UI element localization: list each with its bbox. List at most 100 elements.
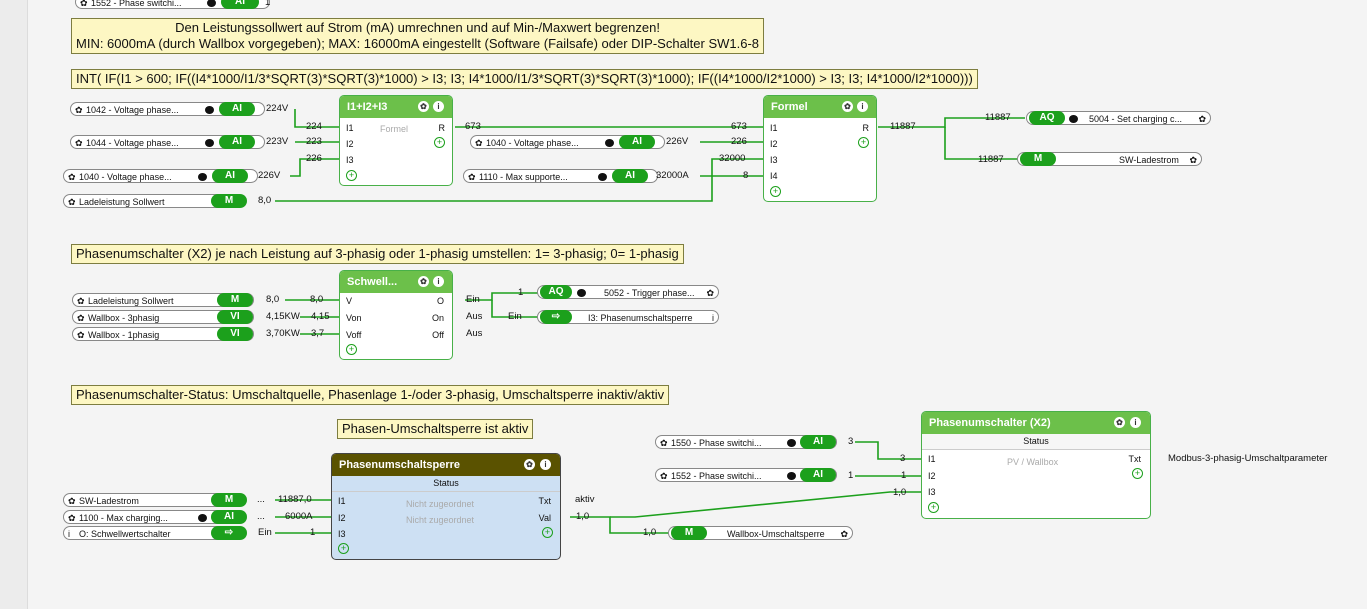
- port-i3[interactable]: I3: [928, 487, 936, 497]
- gear-icon: ✿: [68, 172, 76, 182]
- output-label: I3: Phasenumschaltsperre: [588, 313, 693, 323]
- gear-icon[interactable]: ✿: [706, 288, 714, 298]
- port-i4[interactable]: I4: [770, 171, 778, 181]
- add-input-icon[interactable]: +: [346, 344, 357, 355]
- input-1552-top[interactable]: ✿1552 - Phase switchi... AI: [75, 0, 270, 9]
- gear-icon: ✿: [68, 197, 76, 207]
- info-icon[interactable]: i: [540, 459, 551, 470]
- add-input-icon[interactable]: +: [346, 170, 357, 181]
- port-val[interactable]: Val: [538, 513, 551, 523]
- input-1040-b[interactable]: ✿1040 - Voltage phase... AI: [470, 135, 665, 149]
- add-input-icon[interactable]: +: [338, 543, 349, 554]
- block-title: I1+I2+I3: [347, 101, 388, 113]
- gear-icon[interactable]: ✿: [840, 529, 848, 539]
- add-input-icon[interactable]: +: [770, 186, 781, 197]
- port-off[interactable]: Off: [432, 330, 444, 340]
- wire-1040-a: 226: [306, 153, 322, 164]
- input-wallbox-1phasig[interactable]: ✿Wallbox - 1phasig VI: [72, 327, 254, 341]
- block-phasenumschaltsperre[interactable]: Phasenumschaltsperre ✿ i Status I1 I2 I3…: [331, 453, 561, 560]
- add-output-icon[interactable]: +: [542, 527, 553, 538]
- port-v[interactable]: V: [346, 296, 353, 306]
- block-formel[interactable]: Formel ✿ i I1 I2 I3 I4 R + +: [763, 95, 877, 202]
- input-1552[interactable]: ✿1552 - Phase switchi... AI: [655, 468, 837, 482]
- input-1550[interactable]: ✿1550 - Phase switchi... AI: [655, 435, 837, 449]
- add-input-icon[interactable]: +: [928, 502, 939, 513]
- port-i3[interactable]: I3: [338, 529, 346, 539]
- port-on[interactable]: On: [431, 313, 444, 323]
- add-output-icon[interactable]: +: [434, 137, 445, 148]
- output-5004[interactable]: AQ 5004 - Set charging c... ✿: [1026, 111, 1211, 125]
- port-i2[interactable]: I2: [928, 471, 936, 481]
- input-wallbox-3phasig[interactable]: ✿Wallbox - 3phasig VI: [72, 310, 254, 324]
- port-o[interactable]: O: [436, 296, 444, 306]
- wire-1550: 3: [900, 453, 906, 464]
- port-von[interactable]: Von: [346, 313, 362, 323]
- gear-icon: ✿: [68, 513, 76, 523]
- input-1100[interactable]: ✿1100 - Max charging... AI: [63, 510, 247, 524]
- port-txt[interactable]: Txt: [538, 496, 552, 506]
- port-i3[interactable]: I3: [770, 155, 778, 165]
- info-icon[interactable]: i: [433, 276, 444, 287]
- gear-icon[interactable]: ✿: [1198, 114, 1206, 124]
- port-i2[interactable]: I2: [770, 139, 778, 149]
- gear-icon[interactable]: ✿: [418, 276, 429, 287]
- output-sw-ladestrom[interactable]: M SW-Ladestrom ✿: [1017, 152, 1202, 166]
- input-1044[interactable]: ✿1044 - Voltage phase... AI: [70, 135, 265, 149]
- comment-icon: [787, 472, 796, 480]
- port-i1[interactable]: I1: [338, 496, 346, 506]
- port-i3[interactable]: I3: [346, 155, 354, 165]
- output-5052[interactable]: AQ 5052 - Trigger phase... ✿: [537, 285, 719, 299]
- info-icon[interactable]: i: [433, 101, 444, 112]
- input-label: 1552 - Phase switchi...: [671, 471, 762, 481]
- gear-icon[interactable]: ✿: [1189, 155, 1197, 165]
- input-1110[interactable]: ✿1110 - Max supporte... AI: [463, 169, 658, 183]
- gear-icon[interactable]: ✿: [842, 101, 853, 112]
- formel-in2-value: 226: [731, 136, 747, 147]
- input-wallbox-3phasig-value: 4,15KW: [266, 311, 300, 322]
- input-label: O: Schwellwertschalter: [79, 529, 171, 539]
- gear-icon[interactable]: ✿: [524, 459, 535, 470]
- info-icon[interactable]: i: [1130, 417, 1141, 428]
- block-schwellwertschalter[interactable]: Schwell... ✿ i V Von Voff O On Off +: [339, 270, 453, 360]
- port-i2[interactable]: I2: [338, 513, 346, 523]
- gear-icon[interactable]: ✿: [418, 101, 429, 112]
- block-sum[interactable]: I1+I2+I3 ✿ i I1 I2 I3 Formel R + +: [339, 95, 453, 186]
- gear-icon: ✿: [475, 138, 483, 148]
- add-output-icon[interactable]: +: [858, 137, 869, 148]
- type-tag: AQ: [1029, 111, 1065, 125]
- input-1040-a[interactable]: ✿1040 - Voltage phase... AI: [63, 169, 258, 183]
- gear-icon: ✿: [75, 105, 83, 115]
- port-txt[interactable]: Txt: [1128, 454, 1142, 464]
- gear-icon: ✿: [75, 138, 83, 148]
- port-r[interactable]: R: [862, 123, 870, 133]
- type-tag: AI: [619, 135, 655, 149]
- input-ladeleistung-1[interactable]: ✿Ladeleistung Sollwert M: [63, 194, 247, 208]
- comment-icon: [598, 173, 607, 181]
- comment-icon: [1069, 115, 1078, 123]
- output-wallbox-umschaltsperre[interactable]: M Wallbox-Umschaltsperre ✿: [668, 526, 853, 540]
- input-label: 1044 - Voltage phase...: [86, 138, 179, 148]
- info-icon[interactable]: i: [857, 101, 868, 112]
- input-ladeleistung-2[interactable]: ✿Ladeleistung Sollwert M: [72, 293, 254, 307]
- port-i1[interactable]: I1: [346, 123, 354, 133]
- port-i1[interactable]: I1: [928, 454, 936, 464]
- port-voff[interactable]: Voff: [346, 330, 362, 340]
- gear-icon[interactable]: ✿: [1114, 417, 1125, 428]
- port-r[interactable]: R: [438, 123, 446, 133]
- aq5004-wire: 11887: [985, 112, 1011, 123]
- port-i1[interactable]: I1: [770, 123, 778, 133]
- input-1040-b-value: 226V: [666, 136, 689, 147]
- input-1550-value: 3: [848, 436, 854, 447]
- wire-wallbox-1phasig: 3,7: [311, 328, 325, 339]
- add-output-icon[interactable]: +: [1132, 468, 1143, 479]
- input-1042[interactable]: ✿1042 - Voltage phase... AI: [70, 102, 265, 116]
- input-sw-ladestrom[interactable]: ✿SW-Ladestrom M: [63, 493, 247, 507]
- info-icon[interactable]: i: [712, 313, 714, 323]
- port-i2[interactable]: I2: [346, 139, 354, 149]
- block-phasenumschalter-x2[interactable]: Phasenumschalter (X2) ✿ i Status I1 I2 I…: [921, 411, 1151, 519]
- wbum-wire: 1,0: [643, 527, 657, 538]
- swlade-wire: 11887: [978, 154, 1004, 165]
- output-i3-phasenumschaltsperre[interactable]: ⇨ I3: Phasenumschaltsperre i: [537, 310, 719, 324]
